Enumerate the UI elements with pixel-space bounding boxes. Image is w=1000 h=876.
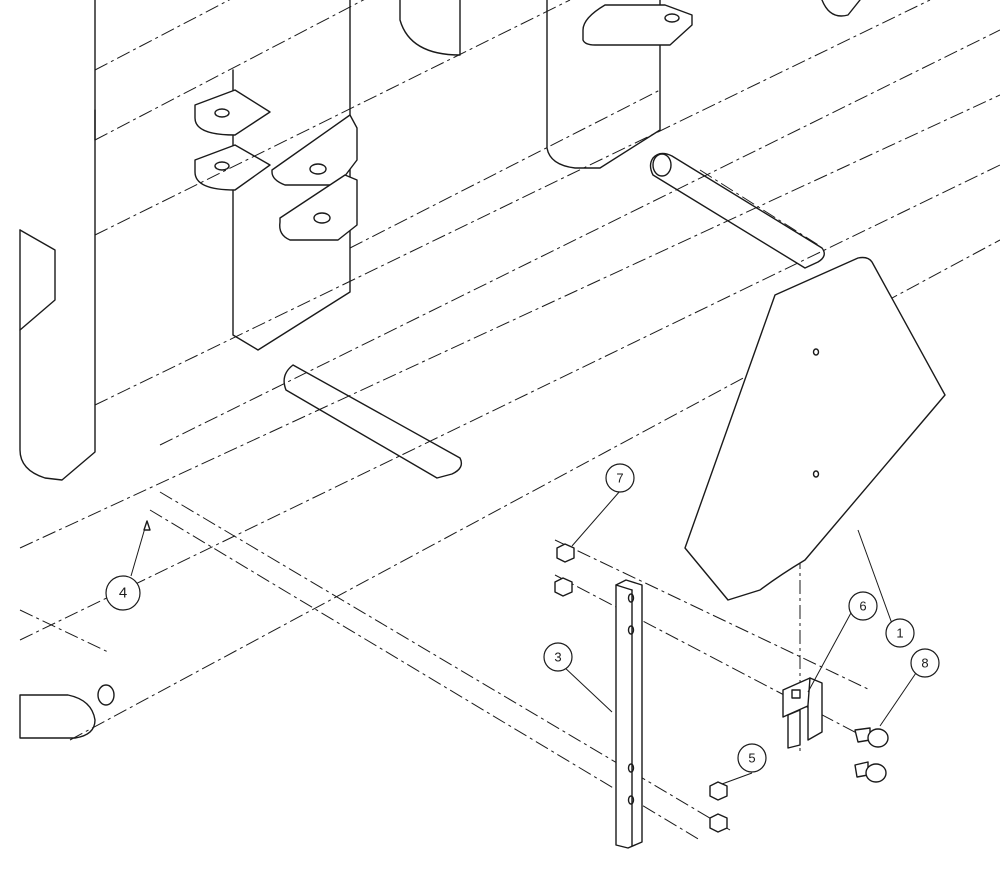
sign-plate <box>684 256 946 601</box>
mounting-strap <box>615 579 643 849</box>
pins <box>854 727 889 783</box>
cross-tubes <box>19 152 825 739</box>
svg-text:1: 1 <box>896 626 903 641</box>
svg-text:6: 6 <box>859 599 866 614</box>
callout-7: 7 <box>605 463 635 493</box>
svg-text:4: 4 <box>119 585 127 602</box>
callout-4: 4 <box>105 575 141 611</box>
hinge-bracket <box>782 677 823 749</box>
svg-text:5: 5 <box>748 751 755 766</box>
svg-text:7: 7 <box>616 471 623 486</box>
callout-1: 1 <box>885 618 915 648</box>
callout-8: 8 <box>910 648 940 678</box>
callout-3: 3 <box>543 642 573 672</box>
svg-text:8: 8 <box>921 656 928 671</box>
callout-5: 5 <box>737 743 767 773</box>
svg-text:3: 3 <box>554 650 561 665</box>
leader-lines <box>130 490 919 785</box>
frame-structure <box>19 0 861 481</box>
nuts <box>554 543 728 833</box>
callout-6: 6 <box>848 591 878 621</box>
